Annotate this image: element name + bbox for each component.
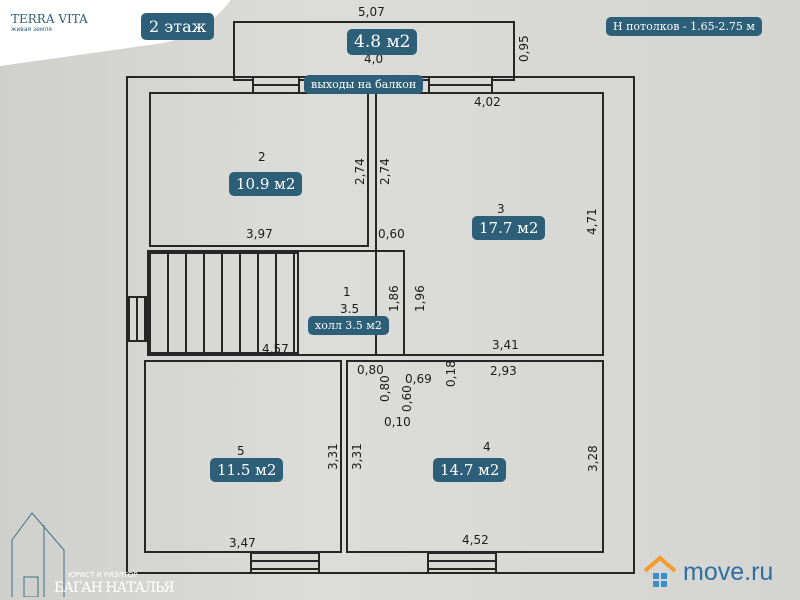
dim: 0,60 <box>400 385 414 412</box>
stairs <box>149 252 299 354</box>
dim: 0,10 <box>384 415 411 429</box>
dim: 3,28 <box>586 445 600 472</box>
site-name: move.ru <box>683 557 774 586</box>
dim: 0,95 <box>517 35 531 62</box>
dim: 1,86 <box>387 285 401 312</box>
balcony-door-left <box>252 76 300 94</box>
room-1-number: 1 <box>343 285 351 299</box>
dim: 0,80 <box>357 363 384 377</box>
balcony-exit-label: выходы на балкон <box>304 75 424 94</box>
room-2-area-label: 10.9 м2 <box>229 172 303 196</box>
dim: 3,97 <box>246 227 273 241</box>
balcony-area-label: 4.8 м2 <box>347 29 418 55</box>
window-room-4 <box>427 552 497 574</box>
room-2-walls <box>149 92 369 247</box>
move-ru-logo: move.ru <box>643 555 773 589</box>
dim: 3,31 <box>350 443 364 470</box>
room-5-number: 5 <box>237 444 245 458</box>
room-5-walls <box>144 360 342 553</box>
room-1-area-number: 3.5 <box>340 302 360 316</box>
realtor-name: БАГАН НАТАЛЬЯ <box>54 580 175 596</box>
floor-label: 2 этаж <box>141 13 215 40</box>
dim: 4,57 <box>262 342 289 356</box>
brand-name: TERRA VITA <box>11 12 88 26</box>
dim: 0,69 <box>405 372 432 386</box>
dim: 5,07 <box>358 5 385 19</box>
window-left <box>128 296 148 342</box>
hall-area-label: холл 3.5 м2 <box>308 316 389 335</box>
dim: 3,31 <box>326 443 340 470</box>
ceiling-height-label: Н потолков - 1.65-2.75 м <box>606 17 762 36</box>
dim: 4,02 <box>474 95 501 109</box>
dim: 3,47 <box>229 536 256 550</box>
house-logo-icon <box>643 555 677 587</box>
dim: 0,18 <box>444 360 458 387</box>
house-outline-icon <box>11 512 65 597</box>
dim: 3,41 <box>492 338 519 352</box>
room-2-number: 2 <box>258 150 266 164</box>
room-4-area-label: 14.7 м2 <box>433 458 507 482</box>
window-room-5 <box>250 552 320 574</box>
brand-logo: TERRA VITA живая земля <box>11 12 88 33</box>
dim: 0,60 <box>378 227 405 241</box>
room-3-number: 3 <box>497 202 505 216</box>
stair-hall-walls <box>147 250 405 356</box>
room-3-area-label: 17.7 м2 <box>472 216 546 240</box>
dim: 2,93 <box>490 364 517 378</box>
dim: 1,96 <box>413 285 427 312</box>
dim: 4,71 <box>585 208 599 235</box>
balcony-door-right <box>428 76 493 94</box>
dim: 0,80 <box>378 375 392 402</box>
brand-tagline: живая земля <box>11 26 52 33</box>
dim: 4,0 <box>364 52 384 66</box>
room-4-number: 4 <box>483 440 491 454</box>
dim: 2,74 <box>353 158 367 185</box>
room-5-area-label: 11.5 м2 <box>210 458 284 482</box>
dim: 2,74 <box>378 158 392 185</box>
realtor-role: ЮРИСТ И РИЭЛТОР <box>68 571 138 579</box>
dim: 4,52 <box>462 533 489 547</box>
